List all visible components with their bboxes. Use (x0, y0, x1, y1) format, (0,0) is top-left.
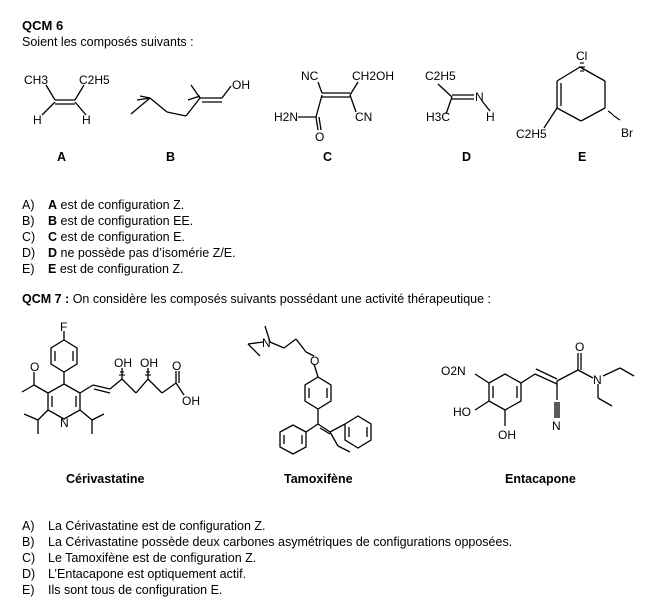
atom-h2n: H2N (274, 110, 298, 124)
atom-o: O (310, 354, 319, 368)
qcm7-option-e[interactable]: E)Ils sont tous de configuration E. (22, 583, 223, 597)
qcm6-option-c[interactable]: C)C est de configuration E. (22, 230, 185, 244)
qcm7-structures: F O N OH OH O OH N O O2N HO OH N O N (21, 320, 635, 455)
atom-ho: HO (453, 405, 471, 419)
qcm7-option-b[interactable]: B)La Cérivastatine possède deux carbones… (22, 535, 513, 549)
atom-n: N (552, 419, 561, 433)
compound-label-a: A (57, 150, 67, 164)
compound-name-tamoxifene: Tamoxifène (284, 472, 353, 486)
qcm6-title: QCM 6 (22, 18, 64, 33)
compound-name-cerivastatine: Cérivastatine (66, 472, 145, 486)
compound-label-b: B (166, 150, 176, 164)
qcm7-option-c[interactable]: C)Le Tamoxifène est de configuration Z. (22, 551, 257, 565)
qcm6-structures: CH3 C2H5 H H OH NC CH2OH H2N CN O C2H5 N… (24, 49, 633, 144)
qcm7-option-a[interactable]: A)La Cérivastatine est de configuration … (22, 519, 266, 533)
qcm6-option-a[interactable]: A)A est de configuration Z. (22, 198, 185, 212)
atom-o: O (172, 359, 181, 373)
atom-br: Br (621, 126, 633, 140)
qcm6-options: A)A est de configuration Z. B)B est de c… (22, 197, 236, 277)
qcm7-title: QCM 7 : (22, 292, 70, 306)
atom-h: H (486, 110, 495, 124)
atom-h3c: H3C (426, 110, 450, 124)
atom-c2h5: C2H5 (79, 73, 110, 87)
qcm6-option-d[interactable]: D)D ne possède pas d’isomérie Z/E. (22, 246, 236, 260)
atom-o: O (575, 340, 584, 354)
atom-ch2oh: CH2OH (352, 69, 394, 83)
compound-label-e: E (578, 150, 587, 164)
atom-n: N (60, 416, 69, 430)
compound-name-entacapone: Entacapone (505, 472, 576, 486)
atom-n: N (262, 336, 271, 350)
atom-n: N (593, 373, 602, 387)
atom-oh: OH (232, 78, 250, 92)
atom-c2h5: C2H5 (425, 69, 456, 83)
atom-cl: Cl (576, 49, 587, 63)
atom-ch3: CH3 (24, 73, 48, 87)
qcm6-intro: Soient les composés suivants : (22, 35, 194, 49)
atom-oh: OH (182, 394, 200, 408)
atom-oh: OH (498, 428, 516, 442)
qcm7-heading: QCM 7 : On considère les composés suivan… (22, 292, 491, 306)
compound-label-d: D (462, 150, 472, 164)
atom-h: H (82, 113, 91, 127)
atom-o2n: O2N (441, 364, 466, 378)
atom-f: F (60, 320, 67, 334)
atom-oh: OH (114, 356, 132, 370)
atom-nc: NC (301, 69, 319, 83)
qcm6-option-b[interactable]: B)B est de configuration EE. (22, 214, 194, 228)
qcm7-option-d[interactable]: D)L’Entacapone est optiquement actif. (22, 567, 247, 581)
atom-o: O (30, 360, 39, 374)
qcm6-option-e[interactable]: E)E est de configuration Z. (22, 262, 184, 276)
compound-label-c: C (323, 150, 333, 164)
atom-c2h5: C2H5 (516, 127, 547, 141)
qcm7-options: A)La Cérivastatine est de configuration … (22, 518, 512, 598)
atom-oh: OH (140, 356, 158, 370)
atom-h: H (33, 113, 42, 127)
atom-cn: CN (355, 110, 372, 124)
atom-n: N (475, 90, 484, 104)
atom-o: O (315, 130, 324, 144)
qcm7-intro: On considère les composés suivants possé… (69, 292, 492, 306)
